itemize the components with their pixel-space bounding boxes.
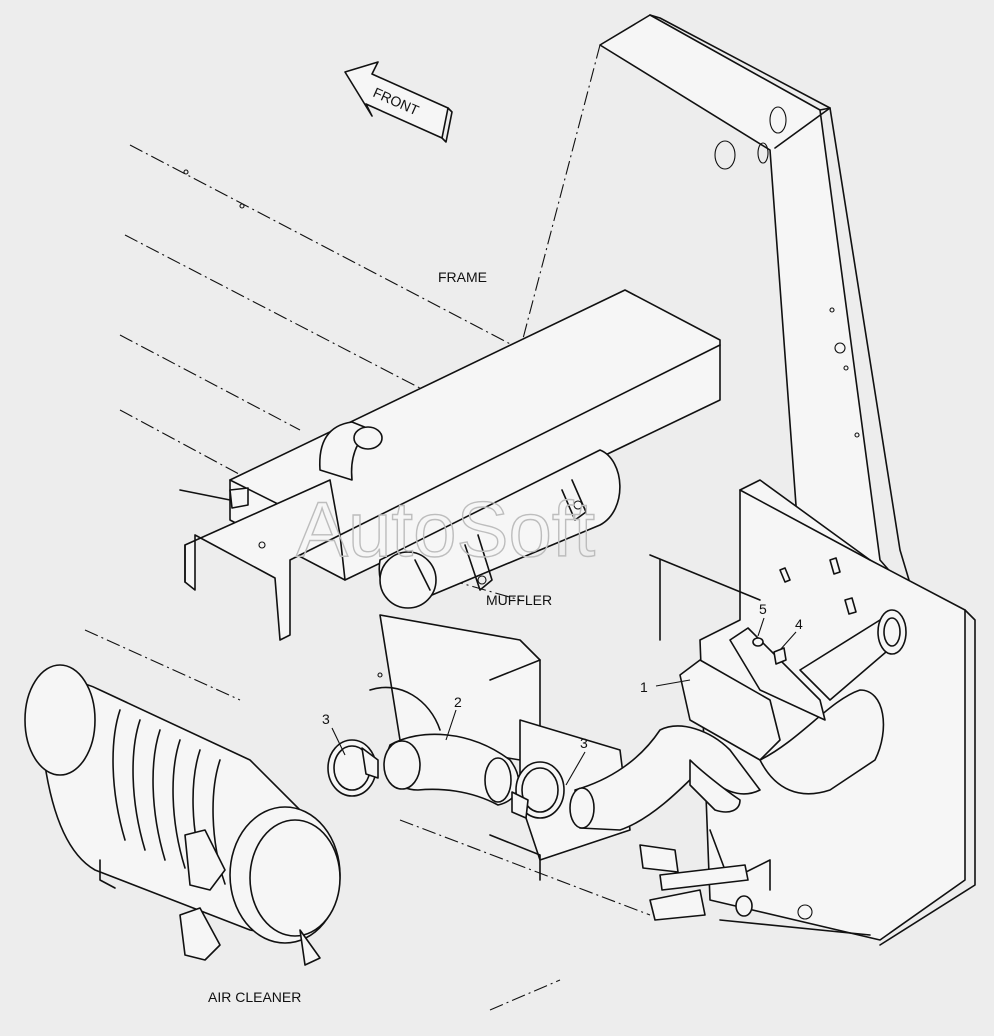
callout-3-left: 3 <box>322 711 330 727</box>
callout-4: 4 <box>795 616 803 632</box>
hose-clamp-right <box>511 761 565 819</box>
muffler-label: MUFFLER <box>486 592 552 608</box>
air-cleaner <box>24 664 341 966</box>
leader-lines <box>331 617 797 786</box>
hose-clamp-left <box>327 739 379 797</box>
callout-3-right: 3 <box>580 735 588 751</box>
frame-label: FRAME <box>438 269 487 285</box>
crossmember <box>184 289 721 641</box>
watermark: AutoSoft <box>296 485 596 573</box>
frame-pipe <box>179 421 383 509</box>
lower-bracket <box>639 844 753 921</box>
frame-outline <box>84 44 656 1011</box>
front-arrow: FRONT <box>344 61 453 143</box>
hardware <box>752 557 857 665</box>
callout-2: 2 <box>454 694 462 710</box>
hose-elbow <box>383 733 520 806</box>
exhaust-pipe-assembly <box>569 609 907 831</box>
callout-5: 5 <box>759 601 767 617</box>
callout-1: 1 <box>640 679 648 695</box>
air-cleaner-label: AIR CLEANER <box>208 989 301 1005</box>
muffler <box>378 449 621 609</box>
